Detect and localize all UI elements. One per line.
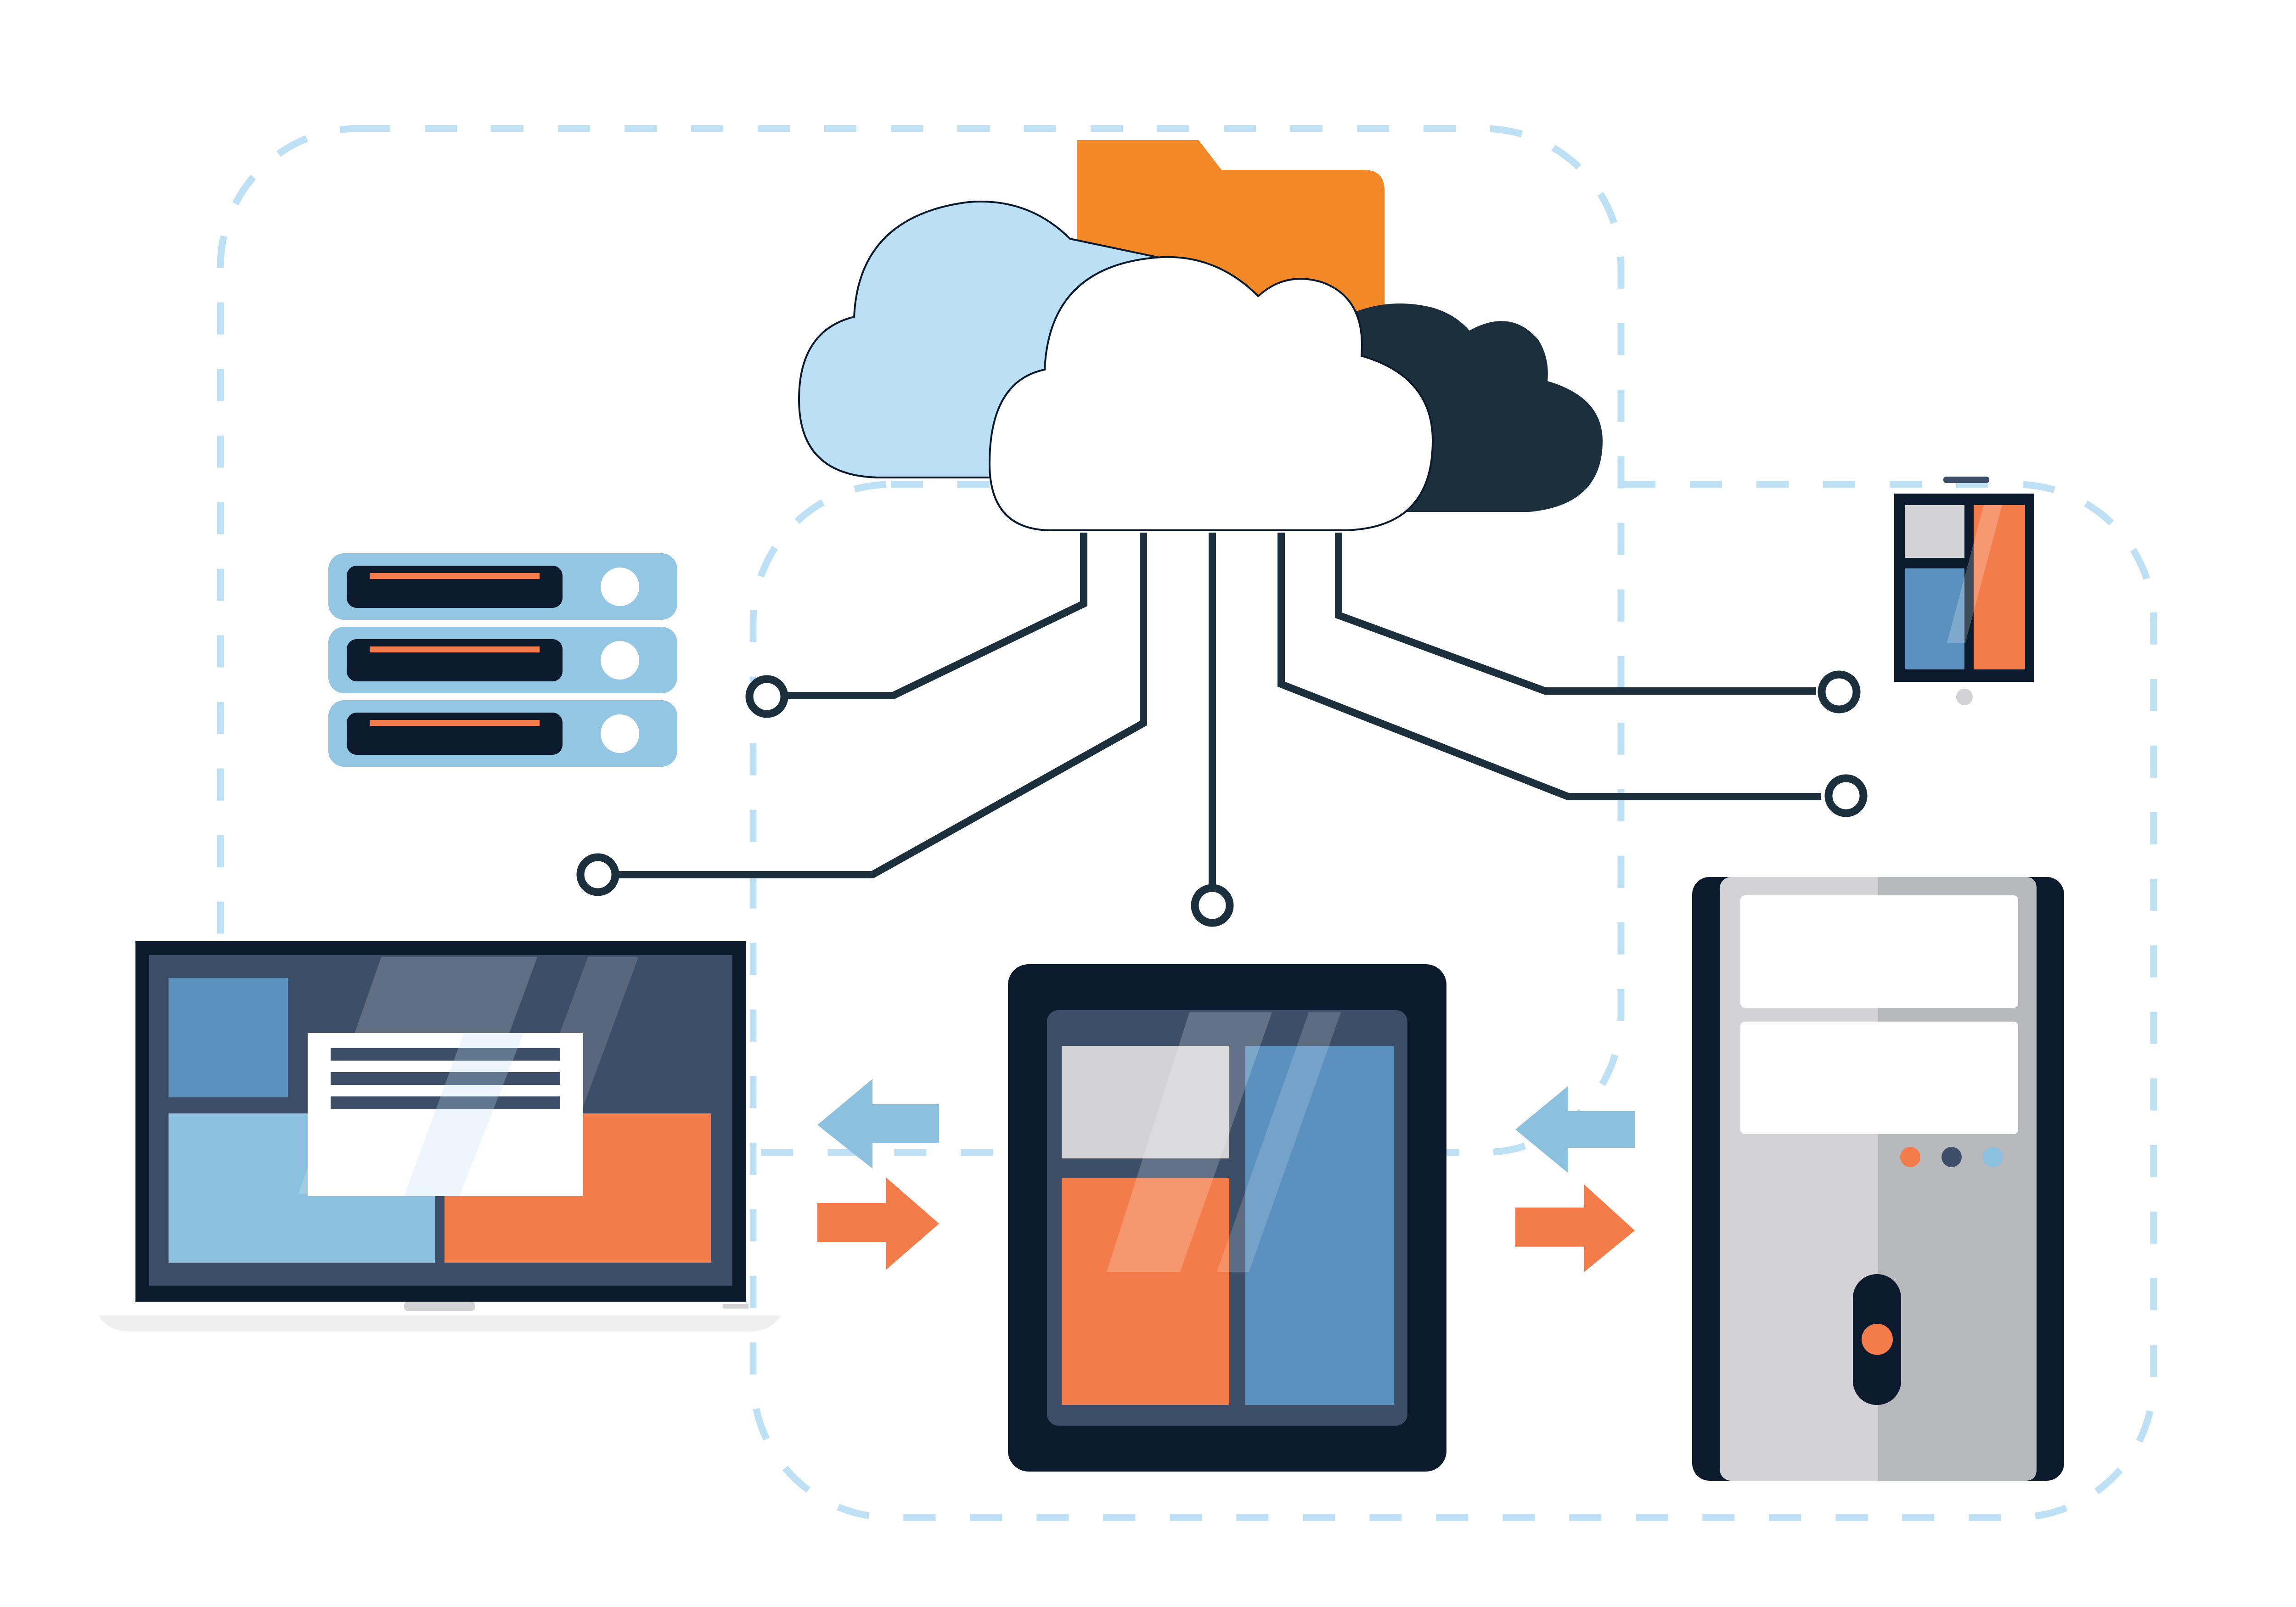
arrow-right xyxy=(817,1178,939,1270)
connector-node-icon xyxy=(1191,884,1234,927)
connector-node-icon xyxy=(1818,670,1861,714)
arrow-left xyxy=(1515,1086,1635,1173)
connector-line-desktop xyxy=(1277,533,1821,800)
connector-nodes xyxy=(576,670,1868,927)
connector-line-phone xyxy=(1335,533,1816,695)
tablet-icon xyxy=(1008,964,1446,1472)
laptop-base xyxy=(99,1315,781,1332)
arrow-left xyxy=(817,1079,939,1169)
server-rack-icon xyxy=(328,553,677,767)
arrow-right xyxy=(1515,1185,1635,1272)
white-cloud-icon xyxy=(988,256,1434,531)
document-window xyxy=(308,1033,583,1196)
status-light xyxy=(1983,1147,2003,1167)
connector-node-icon xyxy=(745,675,788,718)
server-unit xyxy=(328,627,677,693)
smartphone-icon xyxy=(1894,477,2034,705)
status-light xyxy=(1900,1147,1920,1167)
power-button-icon xyxy=(1862,1324,1893,1355)
connector-node-icon xyxy=(1824,774,1868,817)
desktop-tower-icon xyxy=(1692,877,2064,1481)
connector-line-server xyxy=(788,533,1087,699)
cloud-cluster xyxy=(798,140,1603,531)
server-unit xyxy=(328,700,677,767)
connector-line-laptop xyxy=(618,533,1147,878)
upper-network-boundary xyxy=(217,125,1625,1156)
drive-bay xyxy=(1740,895,2018,1008)
sync-arrows-icon xyxy=(817,1079,1635,1272)
status-light xyxy=(1941,1147,1962,1167)
connector-lines xyxy=(618,533,1821,888)
drive-bay xyxy=(1740,1022,2018,1134)
connector-node-icon xyxy=(576,853,619,896)
laptop-icon xyxy=(99,941,781,1332)
server-unit xyxy=(328,553,677,620)
